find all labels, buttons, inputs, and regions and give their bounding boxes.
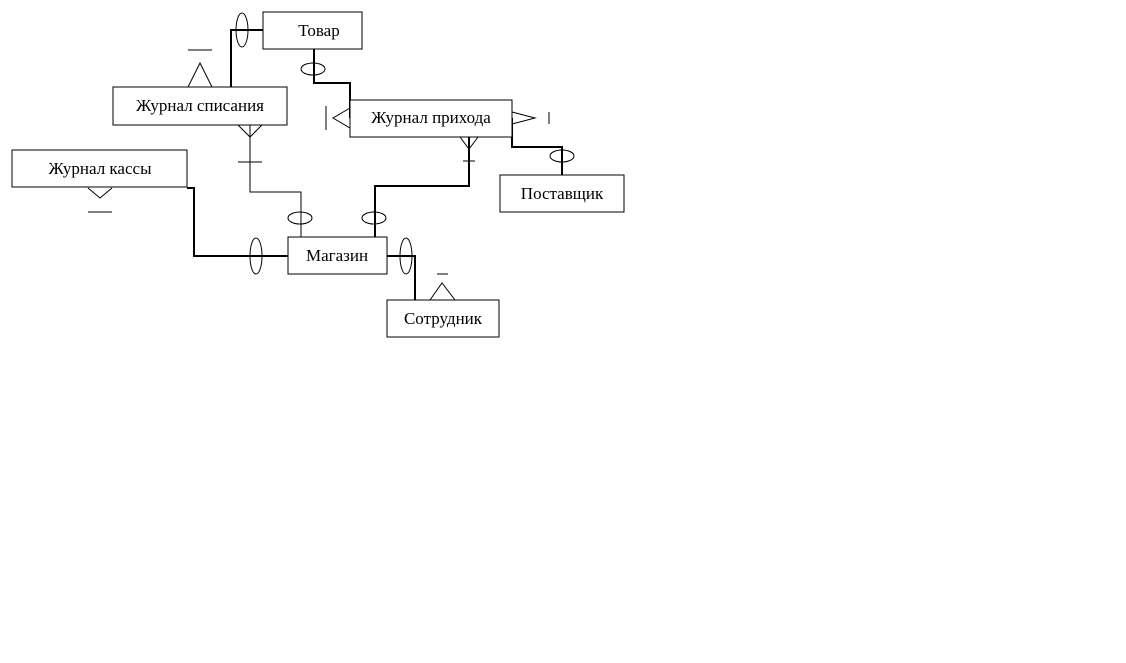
link-magazin-sotrudnik: [387, 255, 416, 300]
entity-zhurnal-spisaniya[interactable]: Журнал списания: [112, 86, 288, 126]
entity-sotrudnik[interactable]: Сотрудник: [386, 299, 500, 338]
entity-magazin[interactable]: Магазин: [287, 236, 388, 275]
link-tovar-zhurnal-prihoda: [313, 49, 351, 118]
link-zhurnal-spisaniya-magazin: [249, 125, 302, 237]
entity-label: Журнал кассы: [49, 159, 153, 178]
crowfoot-zhurnal-prihoda-right-icon: [511, 111, 537, 125]
entity-label: Сотрудник: [404, 309, 483, 328]
oval-tovar-left-icon: [235, 12, 249, 48]
link-zhurnal-prihoda-postavshchik: [511, 118, 563, 175]
entity-label: Поставщик: [521, 184, 604, 203]
entity-postavshchik[interactable]: Поставщик: [499, 174, 625, 213]
crowfoot-zhurnal-prihoda-left-icon: [332, 107, 351, 129]
oval-magazin-top-right-icon: [361, 211, 387, 225]
link-zhurnal-prihoda-magazin: [374, 137, 470, 237]
entity-label: Журнал списания: [136, 96, 264, 115]
link-tovar-zhurnal-spisaniya: [230, 29, 263, 87]
crowfoot-zhurnal-spisaniya-icon: [237, 124, 263, 138]
entity-label: Журнал прихода: [371, 108, 491, 127]
entity-label: Товар: [298, 21, 339, 40]
oval-magazin-left-icon: [249, 237, 263, 275]
oval-postavshchik-icon: [549, 149, 575, 163]
triangle-zhurnal-kassy-icon: [87, 187, 113, 199]
oval-magazin-right-icon: [399, 237, 413, 275]
entity-zhurnal-prihoda[interactable]: Журнал прихода: [349, 99, 513, 138]
oval-tovar-bottom-icon: [300, 62, 326, 76]
triangle-sotrudnik-icon: [429, 282, 456, 301]
crowfoot-zhurnal-prihoda-bottom-icon: [459, 136, 479, 150]
oval-magazin-top-left-icon: [287, 211, 313, 225]
entity-tovar[interactable]: Товар: [262, 11, 363, 50]
entity-label: Магазин: [306, 246, 368, 265]
entity-zhurnal-kassy[interactable]: Журнал кассы: [11, 149, 188, 188]
triangle-zhurnal-spisaniya-icon: [187, 61, 213, 88]
link-zhurnal-kassy-magazin: [187, 187, 288, 257]
